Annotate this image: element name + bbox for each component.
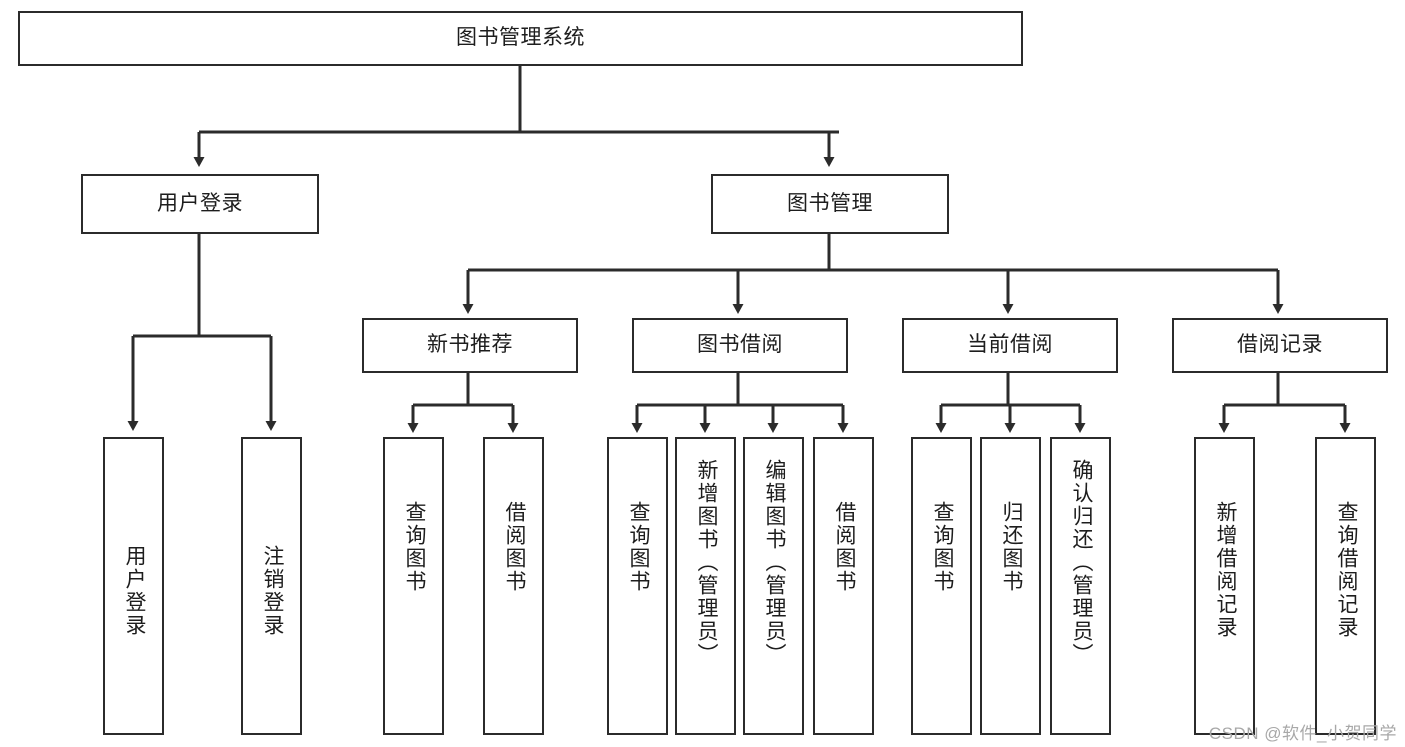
leaf-return-book[interactable]: 归还图书 (980, 437, 1041, 735)
leaf-query-book-3[interactable]: 查询图书 (911, 437, 972, 735)
leaf-query-book-2[interactable]: 查询图书 (607, 437, 668, 735)
watermark: CSDN @软件_小贺同学 (1208, 724, 1397, 743)
leaf-user-logout-label: 注销登录 (260, 545, 284, 637)
leaf-add-record[interactable]: 新增借阅记录 (1194, 437, 1255, 735)
node-current-borrow[interactable]: 当前借阅 (902, 318, 1118, 373)
leaf-borrow-book-1[interactable]: 借阅图书 (483, 437, 544, 735)
leaf-query-book-1-label: 查询图书 (402, 501, 426, 593)
node-book-borrow[interactable]: 图书借阅 (632, 318, 848, 373)
leaf-query-book-1[interactable]: 查询图书 (383, 437, 444, 735)
leaf-borrow-book-2[interactable]: 借阅图书 (813, 437, 874, 735)
leaf-query-record-label: 查询借阅记录 (1334, 501, 1358, 639)
leaf-query-record[interactable]: 查询借阅记录 (1315, 437, 1376, 735)
leaf-confirm-return[interactable]: 确认归还（管理员） (1050, 437, 1111, 735)
leaf-user-logout[interactable]: 注销登录 (241, 437, 302, 735)
node-borrow-record[interactable]: 借阅记录 (1172, 318, 1388, 373)
node-root[interactable]: 图书管理系统 (18, 11, 1023, 66)
leaf-edit-book-label: 编辑图书（管理员） (762, 459, 786, 666)
leaf-user-login-label: 用户登录 (122, 545, 146, 637)
node-borrow-record-label: 借阅记录 (1237, 333, 1323, 357)
leaf-borrow-book-1-label: 借阅图书 (502, 501, 526, 593)
leaf-return-book-label: 归还图书 (999, 501, 1023, 593)
leaf-query-book-3-label: 查询图书 (930, 501, 954, 593)
leaf-edit-book[interactable]: 编辑图书（管理员） (743, 437, 804, 735)
leaf-query-book-2-label: 查询图书 (626, 501, 650, 593)
node-book-manage-label: 图书管理 (787, 191, 873, 215)
leaf-add-book-label: 新增图书（管理员） (694, 459, 718, 666)
node-new-book-recommend-label: 新书推荐 (427, 333, 513, 357)
leaf-add-book[interactable]: 新增图书（管理员） (675, 437, 736, 735)
leaf-add-record-label: 新增借阅记录 (1213, 501, 1237, 639)
node-current-borrow-label: 当前借阅 (967, 333, 1053, 357)
node-root-label: 图书管理系统 (456, 26, 585, 50)
leaf-user-login[interactable]: 用户登录 (103, 437, 164, 735)
leaf-confirm-return-label: 确认归还（管理员） (1069, 459, 1093, 666)
node-new-book-recommend[interactable]: 新书推荐 (362, 318, 578, 373)
node-book-manage[interactable]: 图书管理 (711, 174, 949, 234)
node-user-login[interactable]: 用户登录 (81, 174, 319, 234)
node-user-login-label: 用户登录 (157, 191, 243, 215)
node-book-borrow-label: 图书借阅 (697, 333, 783, 357)
leaf-borrow-book-2-label: 借阅图书 (832, 501, 856, 593)
